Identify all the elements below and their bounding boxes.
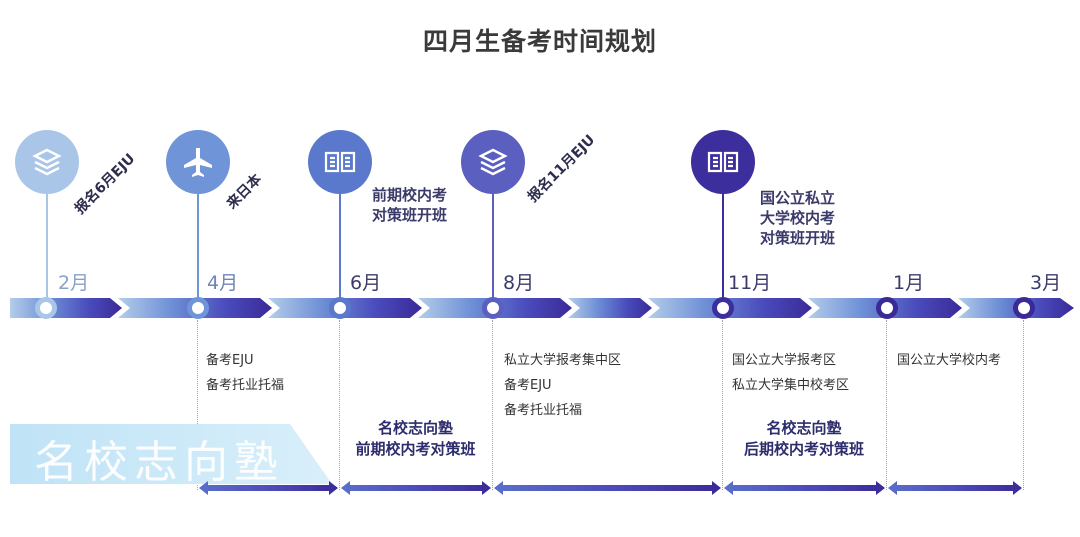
timeline-node: [187, 297, 209, 319]
watermark-banner: [10, 424, 332, 484]
period-arrows: [199, 481, 1022, 495]
book-open-icon: [308, 130, 372, 194]
month-label: 4月: [207, 272, 239, 294]
event-label: 国公立私立 大学校内考 对策班开班: [760, 189, 836, 247]
watermark-text: 名校志向塾: [34, 437, 284, 488]
books-icon: [461, 130, 525, 194]
event-stem: [339, 185, 341, 305]
separator: [339, 320, 340, 490]
timeline-node: [712, 297, 734, 319]
airplane-icon: [166, 130, 230, 194]
timeline-bar: [10, 298, 1074, 318]
separator: [722, 320, 723, 490]
separator: [1023, 320, 1024, 490]
event-label: 报名6月EJU: [71, 150, 139, 218]
separator: [197, 320, 198, 490]
info-block: 备考EJU 备考托业托福: [206, 353, 285, 393]
cram-block: 名校志向塾 后期校内考对策班: [743, 419, 864, 458]
event-stem: [46, 185, 48, 305]
timeline-node: [1013, 297, 1035, 319]
month-label: 2月: [58, 272, 90, 294]
separator: [886, 320, 887, 490]
event-label: 报名11月EJU: [524, 132, 599, 206]
event-stem: [722, 185, 724, 305]
month-label: 11月: [728, 272, 772, 294]
timeline-node: [329, 297, 351, 319]
page-title: 四月生备考时间规划: [422, 27, 657, 56]
book-open-icon: [691, 130, 755, 194]
event-label: 前期校内考 对策班开班: [372, 186, 448, 224]
books-icon: [15, 130, 79, 194]
timeline-node: [35, 297, 57, 319]
info-block: 国公立大学校内考: [897, 353, 1002, 368]
event-label: 来日本: [223, 171, 265, 213]
month-label: 1月: [893, 272, 925, 294]
separator: [492, 320, 493, 490]
cram-block: 名校志向塾 前期校内考对策班: [355, 419, 476, 458]
event-stem: [197, 185, 199, 305]
info-block: 国公立大学报考区 私立大学集中校考区: [732, 353, 850, 393]
month-label: 8月: [503, 272, 535, 294]
timeline-node: [482, 297, 504, 319]
info-block: 私立大学报考集中区 备考EJU 备考托业托福: [504, 353, 622, 418]
month-label: 6月: [350, 272, 382, 294]
timeline-node: [876, 297, 898, 319]
event-stem: [492, 185, 494, 305]
month-label: 3月: [1030, 272, 1062, 294]
